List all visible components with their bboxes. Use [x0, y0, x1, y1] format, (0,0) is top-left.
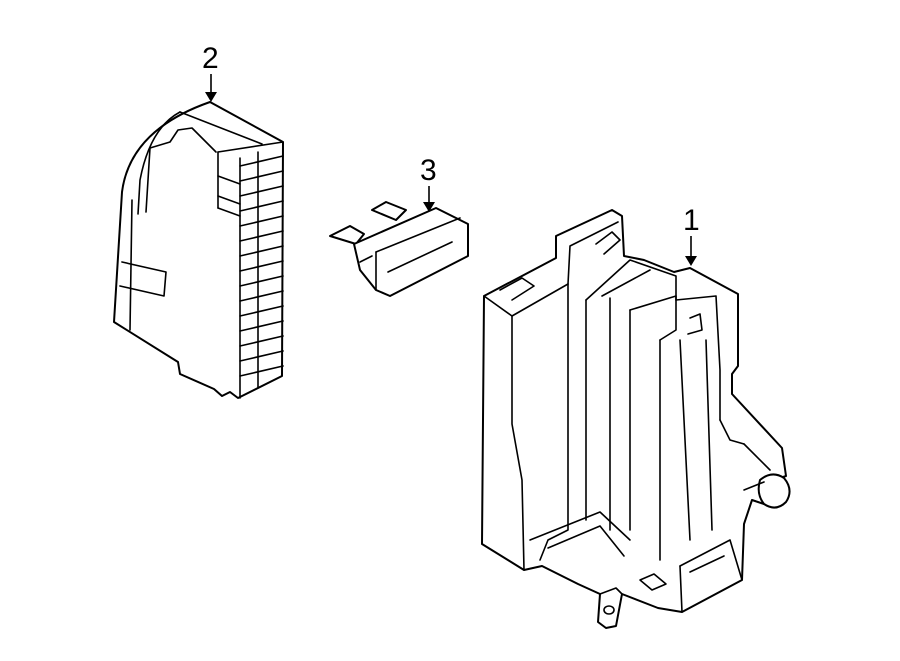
fuse-box-cover[interactable]	[113, 101, 284, 399]
callout-label-1: 1	[683, 204, 700, 237]
arrowhead-1	[685, 256, 697, 266]
callout-1: 1	[683, 204, 700, 266]
arrowhead-2	[205, 92, 217, 102]
callout-label-3: 3	[420, 154, 437, 187]
callout-label-2: 2	[202, 42, 219, 75]
fuse-box-housing[interactable]	[481, 209, 791, 629]
callout-3: 3	[420, 154, 437, 212]
fuse[interactable]	[329, 201, 469, 297]
callout-2: 2	[202, 42, 219, 102]
arrowhead-3	[423, 202, 435, 212]
